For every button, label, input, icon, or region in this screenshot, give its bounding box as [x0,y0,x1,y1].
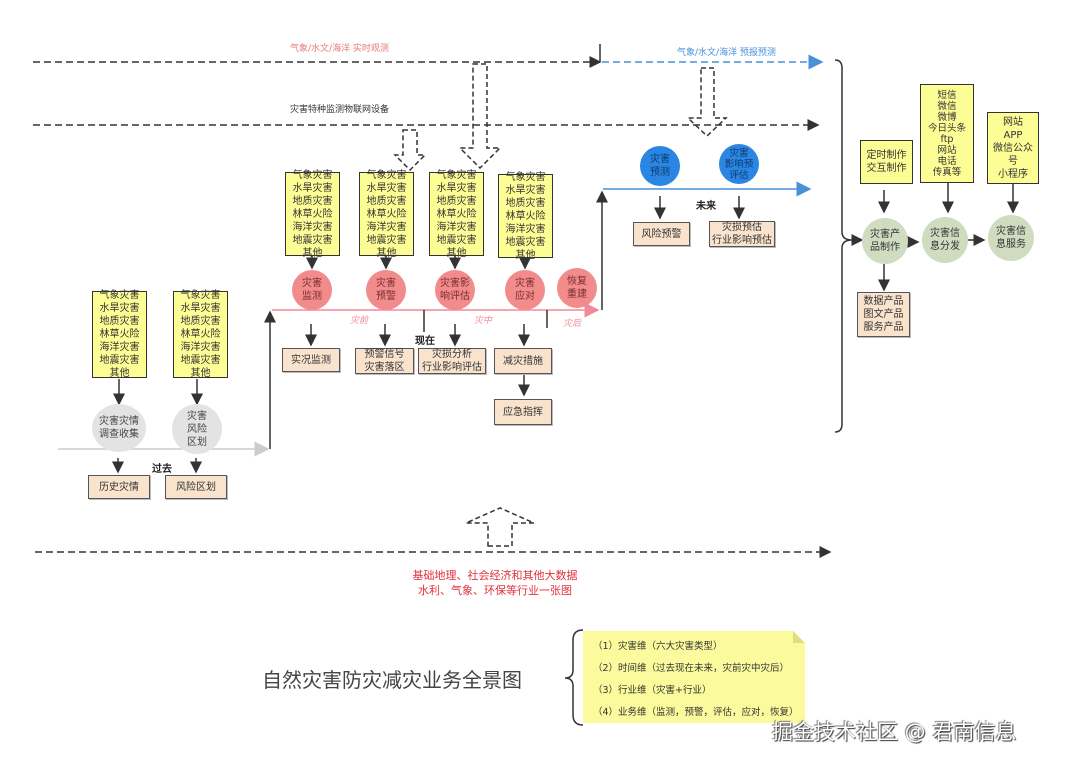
service-circle-distribution: 灾害信息分发 [922,217,968,263]
future-output-loss: 灾损预估行业影响预估 [709,221,775,247]
page-title: 自然灾害防灾减灾业务全景图 [262,668,522,692]
present-circle-monitor: 灾害监测 [292,270,332,310]
past-output-history: 历史灾情 [88,475,150,499]
realtime-observation-label: 气象/水文/海洋 实时观测 [290,44,389,54]
present-circle-response: 灾害应对 [505,270,545,310]
forecast-label: 气象/水文/海洋 预报预测 [677,48,776,58]
phase-before: 灾前 [350,316,369,326]
future-label: 未来 [696,201,716,212]
past-output-risk: 风险区划 [165,475,227,499]
service-products: 数据产品图文产品服务产品 [857,292,910,337]
present-circle-warning: 灾害预警 [366,270,406,310]
past-circle-risk: 灾害风险区划 [172,404,222,454]
past-label: 过去 [152,464,172,475]
present-output-assessment: 灾损分析行业影响评估 [418,348,486,374]
present-output-response: 减灾措施 [494,348,552,374]
future-circle-forecast: 灾害预测 [640,146,680,186]
service-circle-production: 灾害产品制作 [862,218,908,264]
future-output-risk: 风险预警 [633,222,690,246]
hazard-box-past-2: 气象灾害水旱灾害地质灾害林草火险海洋灾害地震灾害其他 [173,290,228,379]
dimension-item: （4）业务维（监测，预警，评估，应对，恢复） [593,707,799,718]
dimension-item: （1）灾害维（六大灾害类型） [593,641,723,652]
present-circle-recovery: 恢复重建 [557,268,597,308]
phase-during: 灾中 [474,316,493,326]
future-circle-impact: 灾害影响预评估 [719,144,759,184]
dimension-item: （2）时间维（过去现在未来，灾前灾中灾后） [593,663,790,674]
present-output-command: 应急指挥 [494,399,552,425]
present-label: 现在 [415,336,435,347]
present-output-monitor: 实况监测 [282,348,340,372]
present-circle-assessment: 灾害影响评估 [435,270,475,310]
iot-label: 灾害特种监测物联网设备 [290,105,390,115]
service-input-production: 定时制作交互制作 [860,140,913,184]
service-circle-service: 灾害信息服务 [988,215,1034,261]
bigdata-caption: 基础地理、社会经济和其他大数据 水利、气象、环保等行业一张图 [412,569,578,597]
past-circle-survey: 灾害灾情调查收集 [92,404,146,452]
watermark: 掘金技术社区 @ 君南信息 [772,720,1017,744]
hollow-arrow-3 [686,67,728,138]
hazard-box-present-1: 气象灾害水旱灾害地质灾害林草火险海洋灾害地震灾害其他 [285,170,340,259]
hollow-arrow-2 [458,63,502,170]
hazard-box-past-1: 气象灾害水旱灾害地质灾害林草火险海洋灾害地震灾害其他 [92,290,147,379]
hollow-arrow-1 [393,129,427,172]
present-output-warning: 预警信号灾害落区 [355,348,414,374]
dimension-item: （3）行业维（灾害+行业） [593,685,712,696]
hazard-box-present-3: 气象灾害水旱灾害地质灾害林草火险海洋灾害地震灾害其他 [429,170,484,259]
dimensions-note: （1）灾害维（六大灾害类型） （2）时间维（过去现在未来，灾前灾中灾后） （3）… [583,631,805,723]
hollow-arrow-up [465,507,535,547]
hazard-box-present-2: 气象灾害水旱灾害地质灾害林草火险海洋灾害地震灾害其他 [359,170,414,259]
phase-after: 灾后 [563,319,582,329]
hazard-box-present-4: 气象灾害水旱灾害地质灾害林草火险海洋灾害地震灾害其他 [498,172,553,261]
